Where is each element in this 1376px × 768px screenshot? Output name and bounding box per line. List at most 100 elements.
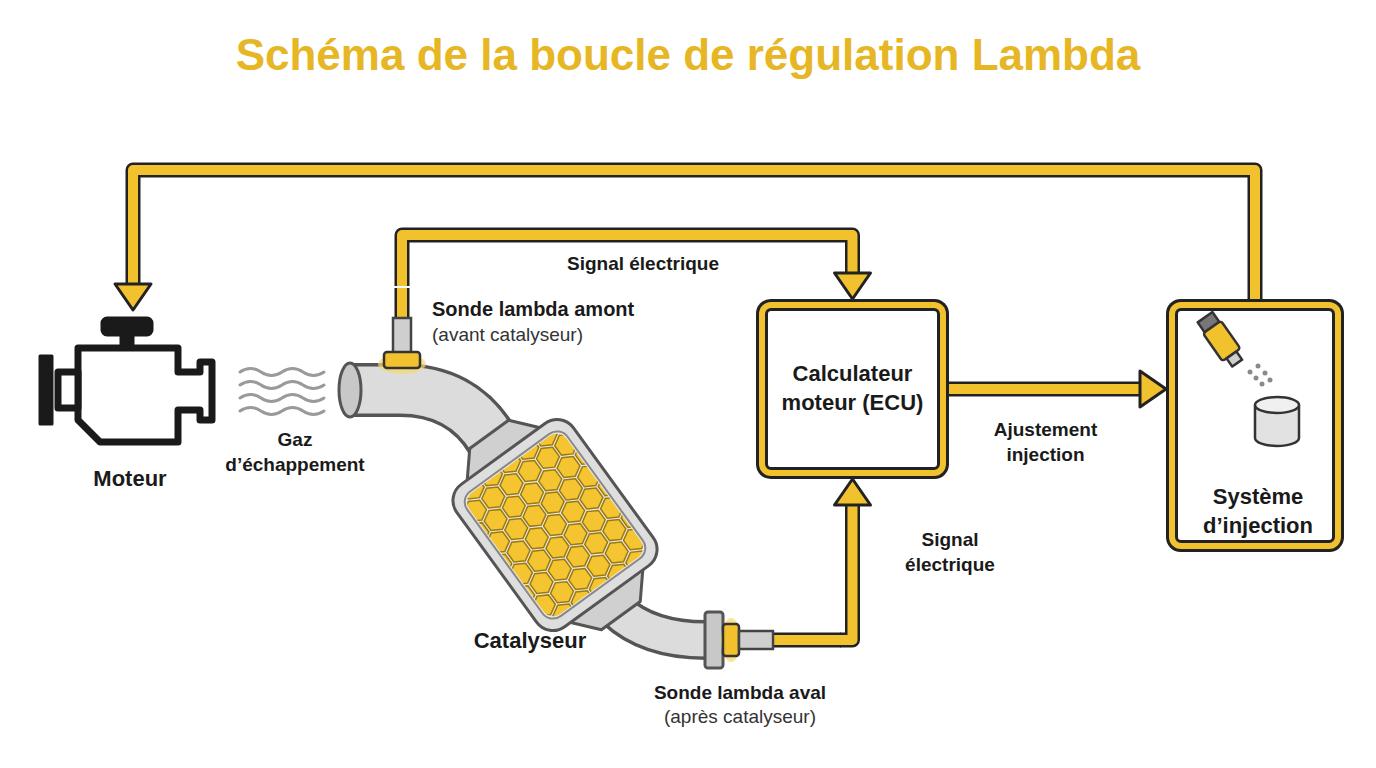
honeycomb-part (588, 595, 618, 621)
honeycomb-part (595, 470, 625, 500)
upstream-sensor (378, 288, 426, 374)
exhaust-gas-waves-part (240, 395, 324, 402)
downstream-sensor-node: Sonde lambda aval(après catalyseur) (640, 598, 840, 728)
honeycomb-part (510, 429, 540, 441)
downstream-sensor-part (723, 624, 739, 656)
node-label: Moteur (93, 466, 166, 492)
node-sublabel: (après catalyseur) (664, 706, 816, 728)
ecu-box: Calculateur moteur (ECU) (765, 308, 940, 470)
engine-icon-part (78, 348, 212, 442)
connector-line (840, 502, 853, 640)
honeycomb (462, 429, 647, 621)
injector-icon-part-part (1248, 370, 1253, 375)
edge-label: Ajustement injection (975, 418, 1116, 467)
downstream-sensor-part (739, 631, 773, 649)
honeycomb-part (568, 586, 598, 616)
honeycomb-part (620, 524, 648, 554)
honeycomb-part (638, 511, 647, 541)
annotation-label: Gaz d’échappement (210, 428, 380, 477)
injector-icon-part-part (1260, 382, 1265, 387)
honeycomb-part (462, 531, 474, 561)
honeycomb-part (586, 573, 616, 603)
upstream-sensor-node: Sonde lambda amont (avant catalyseur) (380, 286, 638, 350)
honeycomb-part (462, 451, 485, 481)
honeycomb-part (613, 457, 643, 487)
node-label: Sonde lambda aval (654, 682, 826, 704)
engine-node: Moteur (30, 310, 230, 492)
catalyst-body-part (460, 426, 651, 623)
exhaust-gas-waves-part (240, 369, 324, 376)
engine-icon-part (58, 372, 78, 408)
honeycomb-part (604, 560, 634, 590)
honeycomb-part (570, 609, 600, 621)
connector-line (133, 170, 1255, 299)
honeycomb-part (634, 466, 648, 496)
honeycomb-part (474, 438, 504, 468)
exhaust-gas-waves-part (240, 408, 324, 415)
injector-icon-part-part (1256, 364, 1261, 369)
honeycomb-part (618, 502, 648, 532)
engine-icon-part (40, 356, 52, 424)
engine-icon-part (104, 320, 150, 333)
injector-icon-part-part (1254, 376, 1259, 381)
honeycomb-part (592, 448, 622, 478)
honeycomb-part (622, 546, 647, 576)
downstream-sensor (721, 618, 841, 662)
connector-line (402, 235, 853, 286)
honeycomb-part (465, 540, 495, 570)
node-label: Système d’injection (1173, 483, 1343, 540)
connector-arrow (835, 479, 871, 640)
arrow-head (1140, 371, 1166, 407)
honeycomb-part (467, 563, 497, 593)
exhaust-gas-waves-part (240, 382, 324, 389)
upstream-sensor-part (393, 318, 411, 354)
injector-icon-part (1196, 311, 1246, 369)
catalyst-body (408, 369, 711, 674)
exhaust-pipe-part (339, 363, 361, 417)
honeycomb-part (643, 556, 648, 586)
pipe-flange (705, 612, 723, 668)
edge-label: Signal électrique (893, 528, 1007, 577)
honeycomb-part (590, 429, 620, 456)
arrow-head (835, 273, 871, 299)
honeycomb-part (607, 582, 637, 612)
downstream-sensor-part (770, 635, 841, 645)
arrow-head (115, 284, 151, 310)
exhaust-gas-waves (240, 369, 324, 415)
injector-icon-part-part (1227, 351, 1243, 366)
injection-box: Système d’injection (1175, 308, 1335, 543)
injector-icon-part-part (1263, 371, 1268, 376)
node-label: Calculateur moteur (ECU) (780, 360, 925, 417)
honeycomb-part (588, 429, 618, 433)
honeycomb-part (488, 572, 518, 602)
edge-label: Signal électrique (540, 252, 746, 277)
honeycomb-part (572, 439, 602, 469)
connector-outline (133, 170, 1255, 299)
downstream-sensor-part (770, 633, 841, 648)
injector-icon-part-part (1268, 378, 1273, 383)
honeycomb-part (462, 464, 467, 494)
honeycomb-part (641, 533, 648, 563)
honeycomb-part (570, 429, 600, 446)
catalyst-node: Catalyseur (455, 628, 605, 654)
diagram-title: Schéma de la boucle de régulation Lambda (0, 30, 1376, 80)
exhaust-pipe-part (616, 610, 706, 640)
honeycomb-part (611, 435, 641, 465)
honeycomb-part (462, 509, 471, 539)
connector-arrow (949, 371, 1166, 407)
arrow-head (835, 479, 871, 505)
node-label: Sonde lambda amont (432, 298, 634, 321)
node-sublabel: (avant catalyseur) (432, 324, 634, 346)
honeycomb-part (511, 603, 541, 620)
connector-outline (402, 235, 853, 286)
connector-line (949, 384, 1143, 394)
injector-icon-part (1248, 364, 1273, 387)
connector-arrow (402, 235, 871, 299)
exhaust-pipe (339, 363, 706, 640)
honeycomb-part (615, 479, 645, 509)
honeycomb-part (625, 569, 648, 599)
